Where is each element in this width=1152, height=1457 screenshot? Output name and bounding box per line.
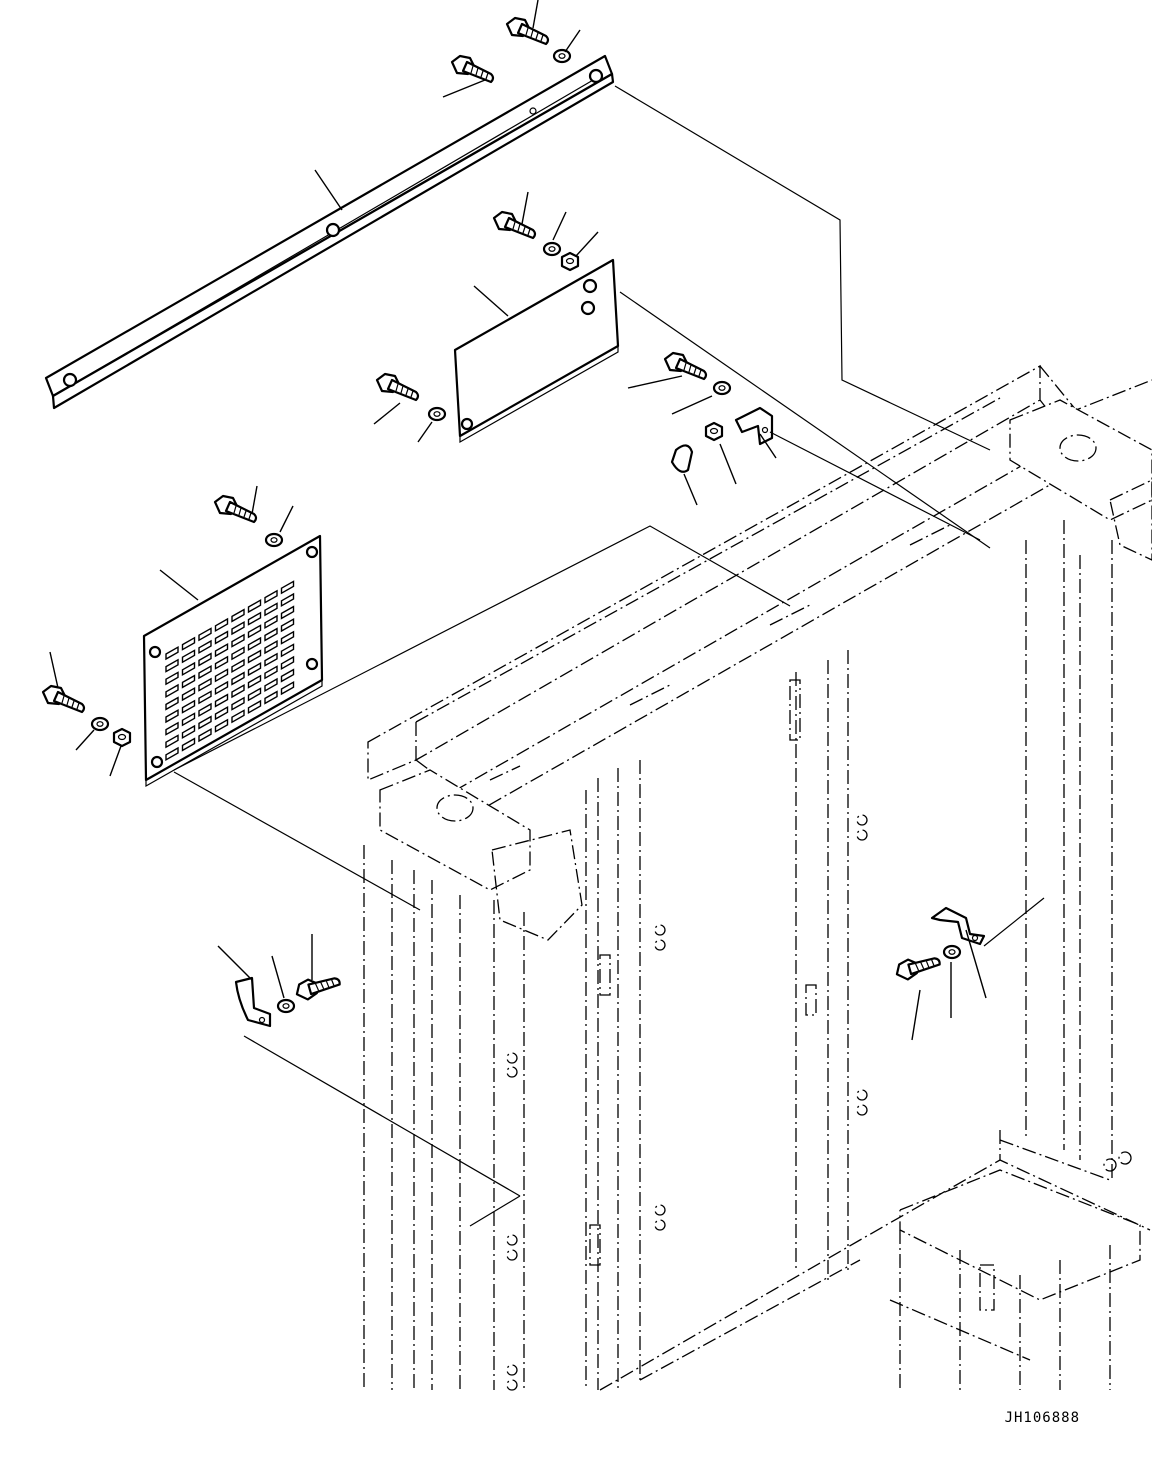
long-cover-strip <box>44 54 615 410</box>
grille-slot <box>181 661 196 677</box>
grille-slot <box>198 652 212 667</box>
grille-slot <box>264 652 278 667</box>
grille-slot <box>198 677 212 692</box>
grille-slot <box>214 693 229 708</box>
grille-slot <box>264 627 278 642</box>
grille-slot <box>280 630 295 645</box>
grille-slot <box>181 712 196 727</box>
grille-slot <box>181 686 196 702</box>
grille-slot <box>165 734 179 749</box>
grille-slot <box>280 680 295 696</box>
grille-slot <box>165 671 179 686</box>
grille-slot <box>247 674 262 689</box>
grille-slot <box>231 671 245 686</box>
grille-slot <box>264 589 278 604</box>
hardware-brackets <box>234 406 986 1028</box>
grille-slot <box>198 690 212 705</box>
small-cover-plate <box>453 258 620 444</box>
grille-slot <box>165 658 179 673</box>
grille-slot <box>264 639 278 655</box>
grille-slot <box>198 639 212 655</box>
grille-slot <box>280 643 295 658</box>
grille-slot <box>231 646 245 661</box>
grille-slot <box>280 617 295 633</box>
grille-slot <box>181 724 196 740</box>
grille-slot <box>280 668 295 683</box>
drawing-reference-code: JH106888 <box>1004 1410 1080 1426</box>
grille-slot <box>214 630 229 645</box>
grille-slot <box>280 592 295 608</box>
grille-slot <box>214 642 229 658</box>
grille-slot <box>231 683 245 699</box>
grille-slot <box>198 664 212 680</box>
grille-slot <box>165 746 179 762</box>
grille-slot <box>181 674 196 689</box>
grille-slot <box>231 696 245 711</box>
grille-slot <box>247 611 262 626</box>
grille-slot <box>198 702 212 718</box>
grille-slot <box>231 633 245 648</box>
grille-slot <box>247 699 262 715</box>
grille-slot <box>280 655 295 671</box>
grille-slot <box>165 721 179 736</box>
grille-slot <box>280 605 295 620</box>
grille-slot <box>181 699 196 714</box>
grille-slot <box>264 665 278 680</box>
machine-frame <box>363 364 1152 1391</box>
grille-slot <box>247 624 262 639</box>
grille-slot <box>231 620 245 636</box>
grille-slot <box>247 649 262 664</box>
grille-slot <box>214 668 229 683</box>
grille-slot <box>214 718 229 733</box>
grille-slot <box>264 614 278 630</box>
grille-slot <box>247 598 262 614</box>
grille-slot <box>198 727 212 743</box>
grille-slot <box>247 661 262 677</box>
assembly-lines <box>173 85 1045 1227</box>
callout-leaders <box>49 0 987 1041</box>
grille-slot <box>181 636 196 651</box>
grille-slot <box>165 683 179 699</box>
grille-slot <box>198 627 212 642</box>
grille-slot <box>280 580 295 595</box>
grille-slot <box>264 690 278 705</box>
grille-slot <box>181 737 196 752</box>
grille-slot <box>214 705 229 721</box>
grille-slot <box>165 645 179 661</box>
grille-slot <box>247 687 262 702</box>
grille-slot <box>247 636 262 652</box>
grille-slot <box>165 708 179 724</box>
grille-slot <box>231 709 245 724</box>
grille-slot <box>214 655 229 670</box>
grille-slot <box>231 658 245 674</box>
grille-slot <box>231 608 245 623</box>
grille-slot <box>264 602 278 617</box>
grille-slot <box>165 696 179 711</box>
grille-slot <box>264 677 278 693</box>
grille-slot <box>198 715 212 730</box>
grille-cover-panel <box>142 534 324 788</box>
grille-slot <box>181 649 196 664</box>
grille-slot <box>214 680 229 696</box>
grille-slot <box>214 617 229 633</box>
